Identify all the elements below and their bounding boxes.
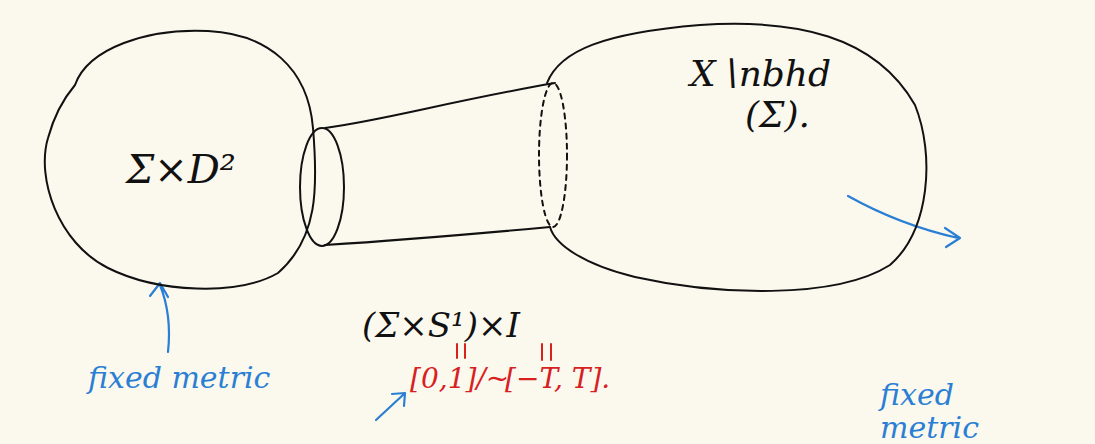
leader-arrow: [376, 393, 405, 420]
blob-region: X∖nbhd (Σ).: [535, 15, 935, 305]
neck-end: [300, 128, 344, 246]
annotation-text: fixed metric: [880, 378, 1000, 444]
region-label: (Σ×S¹)×I: [362, 305, 520, 345]
blob-outline: [547, 24, 926, 291]
blob-region: Σ×D²: [38, 28, 313, 293]
outline: [295, 75, 570, 255]
leader-arrow: [848, 196, 960, 247]
neck-edge: [325, 227, 550, 245]
equals-mark: [550, 344, 552, 360]
annotation-text: fixed metric: [88, 360, 270, 395]
region-label: X∖nbhd (Σ).: [690, 53, 850, 136]
leader-arrow: [150, 283, 169, 352]
annotation-text: [0,1]/~: [410, 362, 509, 395]
cylinder-neck: (Σ×S¹)×I: [295, 75, 570, 255]
equals-mark: [541, 344, 543, 360]
region-label: Σ×D²: [126, 146, 236, 192]
equals-mark: [456, 344, 458, 358]
neck-end-hidden: [539, 83, 567, 227]
neck-edge: [325, 83, 555, 128]
blob-outline: [45, 31, 315, 289]
annotation-text: [−T, T].: [505, 362, 610, 395]
equals-mark: [464, 344, 466, 358]
